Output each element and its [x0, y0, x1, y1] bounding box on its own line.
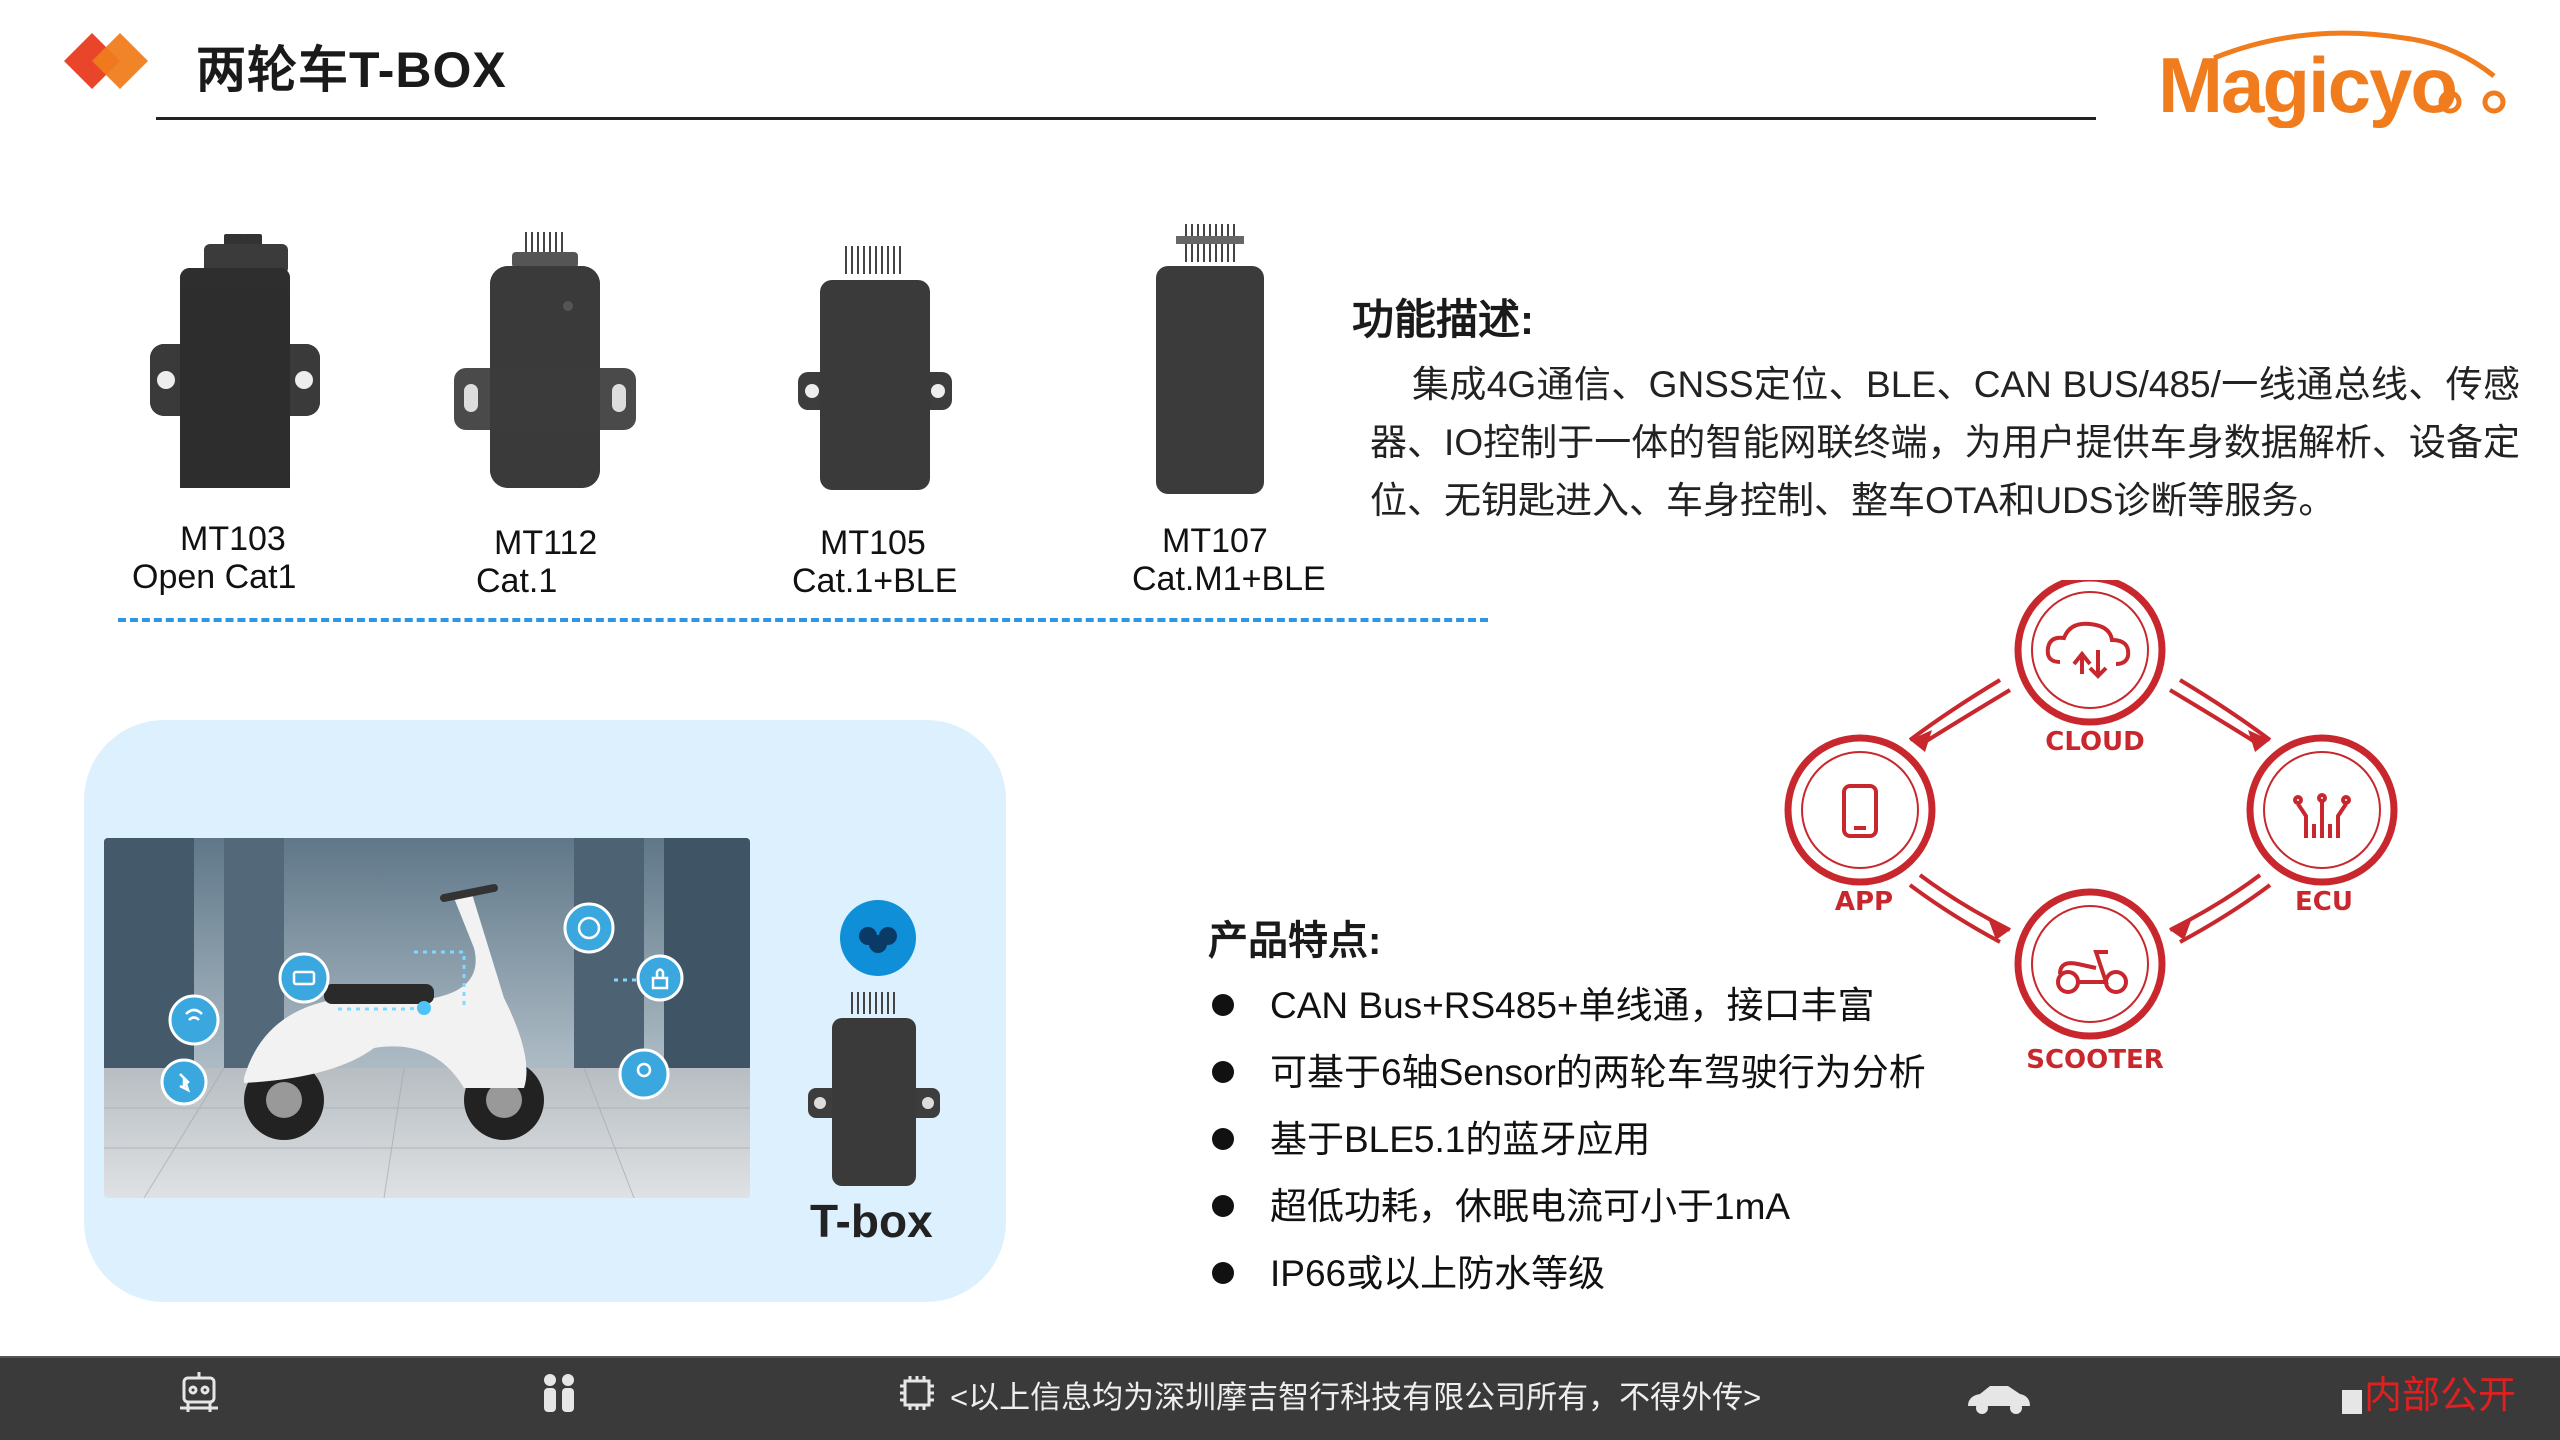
- scooter-scene-image: [104, 838, 750, 1198]
- footer-bar: [0, 1356, 2560, 1440]
- product-model-mt107: MT107: [1162, 522, 1268, 560]
- feature-text: IP66或以上防水等级: [1270, 1253, 1606, 1294]
- network-node-icon: [840, 900, 916, 976]
- footer-divider: [0, 1356, 2560, 1358]
- features-heading: 产品特点:: [1208, 919, 1382, 963]
- product-image-mt107: [1156, 224, 1264, 494]
- feature-text: CAN Bus+RS485+单线通，接口丰富: [1270, 985, 1875, 1026]
- feature-item: 可基于6轴Sensor的两轮车驾驶行为分析: [1208, 1039, 1926, 1106]
- logo-text: Magicyo: [2158, 41, 2456, 128]
- product-image-mt105: [798, 246, 952, 490]
- function-description: 集成4G通信、GNSS定位、BLE、CAN BUS/485/一线通总线、传感器、…: [1370, 364, 2520, 521]
- cycle-node-ecu: ECU: [2295, 887, 2353, 917]
- connectivity-cycle-diagram: CLOUD ECU SCOOTER APP: [1784, 580, 2398, 1075]
- feature-item: CAN Bus+RS485+单线通，接口丰富: [1208, 972, 1926, 1039]
- product-network-mt103: Open Cat1: [132, 558, 297, 596]
- dashed-divider: [118, 618, 1488, 622]
- header-diamond-icon: [64, 33, 148, 89]
- cycle-node-cloud: CLOUD: [2045, 727, 2145, 757]
- product-network-mt105: Cat.1+BLE: [792, 562, 958, 600]
- feature-text: 超低功耗，休眠电流可小于1mA: [1270, 1186, 1791, 1227]
- people-icon: [544, 1374, 574, 1412]
- product-network-mt112: Cat.1: [476, 562, 558, 600]
- features-list: CAN Bus+RS485+单线通，接口丰富 可基于6轴Sensor的两轮车驾驶…: [1208, 972, 1926, 1307]
- magicyo-logo: Magicyo: [2158, 30, 2506, 128]
- building-icon: [2342, 1390, 2362, 1414]
- car-icon: [1968, 1386, 2030, 1414]
- function-heading: 功能描述:: [1352, 296, 1534, 343]
- footer-confidential-note: <以上信息均为深圳摩吉智行科技有限公司所有，不得外传>: [950, 1380, 1762, 1415]
- product-model-mt112: MT112: [494, 524, 598, 562]
- feature-item: 基于BLE5.1的蓝牙应用: [1208, 1106, 1926, 1173]
- bullet-icon: [1212, 1061, 1234, 1083]
- robot-icon: [180, 1372, 218, 1412]
- bullet-icon: [1212, 1128, 1234, 1150]
- title-divider: [156, 117, 2096, 120]
- bullet-icon: [1212, 1195, 1234, 1217]
- bullet-icon: [1212, 1262, 1234, 1284]
- bullet-icon: [1212, 994, 1234, 1016]
- product-model-mt105: MT105: [820, 524, 926, 562]
- product-image-mt103-body: [150, 268, 320, 480]
- page-title: 两轮车T-BOX: [196, 42, 507, 98]
- t-box-label: T-box: [810, 1195, 933, 1247]
- cycle-node-app: APP: [1835, 887, 1893, 917]
- product-model-mt103: MT103: [180, 520, 286, 558]
- product-network-mt107: Cat.M1+BLE: [1132, 560, 1326, 598]
- product-image-mt112: [454, 232, 636, 488]
- feature-item: IP66或以上防水等级: [1208, 1240, 1926, 1307]
- feature-text: 可基于6轴Sensor的两轮车驾驶行为分析: [1270, 1052, 1926, 1093]
- cycle-node-scooter: SCOOTER: [2026, 1045, 2164, 1075]
- feature-text: 基于BLE5.1的蓝牙应用: [1270, 1119, 1651, 1160]
- classification-label: 内部公开: [2364, 1375, 2517, 1417]
- feature-item: 超低功耗，休眠电流可小于1mA: [1208, 1173, 1926, 1240]
- t-box-device-image: [808, 992, 940, 1186]
- chip-icon: [900, 1376, 934, 1410]
